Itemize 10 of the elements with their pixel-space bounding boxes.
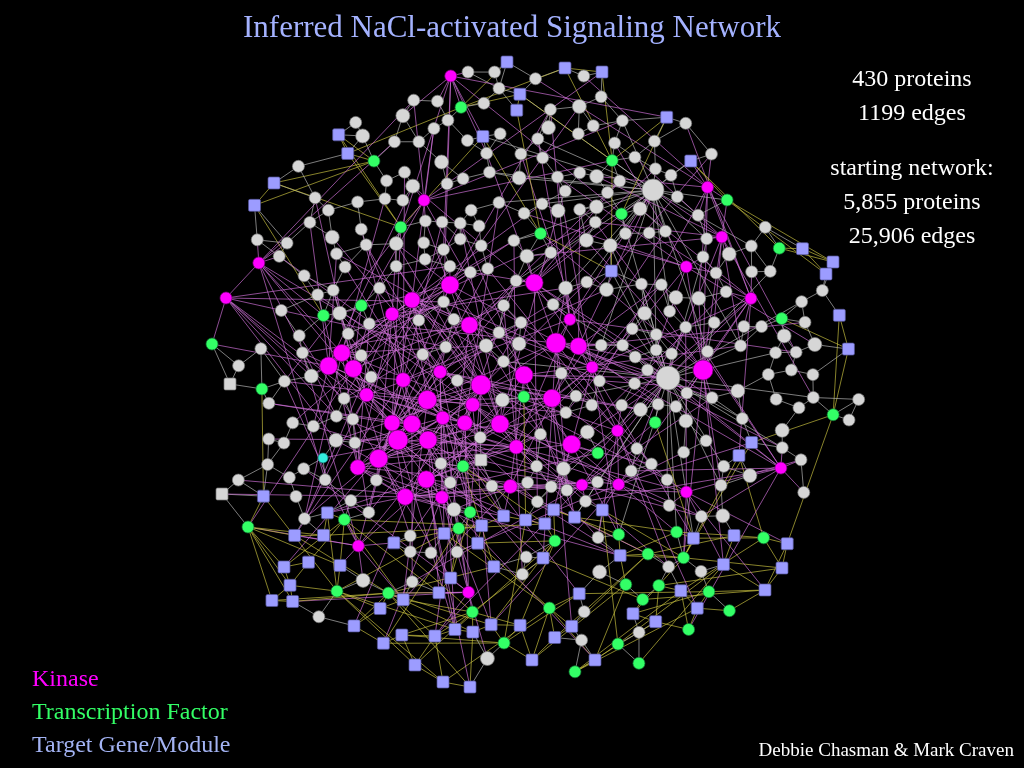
legend-label: Transcription Factor (32, 697, 228, 726)
stat-label: 25,906 edges (847, 221, 977, 250)
legend-label: Target Gene/Module (32, 730, 231, 759)
stat-label: 430 proteins (851, 64, 973, 93)
credit-label: Debbie Chasman & Mark Craven (758, 738, 1014, 762)
legend-label: Kinase (32, 664, 99, 693)
stat-label: 5,855 proteins (842, 187, 982, 216)
stat-label: 1199 edges (857, 98, 967, 127)
title: Inferred NaCl-activated Signaling Network (242, 8, 782, 46)
stat-label: starting network: (829, 153, 995, 182)
